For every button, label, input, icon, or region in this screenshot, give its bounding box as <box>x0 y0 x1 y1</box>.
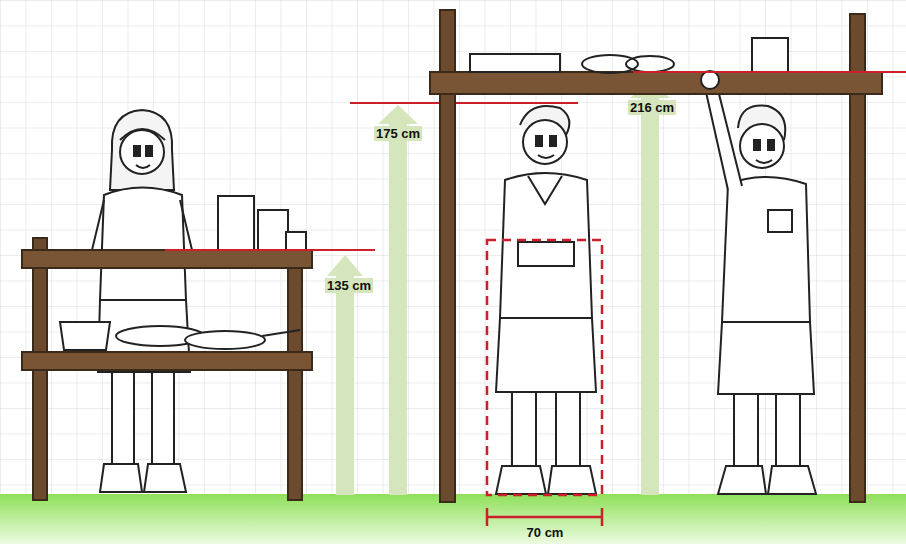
dimension-label: 135 cm <box>325 278 373 293</box>
dimension-label: 175 cm <box>374 126 422 141</box>
dimension-label: 70 cm <box>525 525 566 540</box>
dimension-label: 216 cm <box>628 100 676 115</box>
